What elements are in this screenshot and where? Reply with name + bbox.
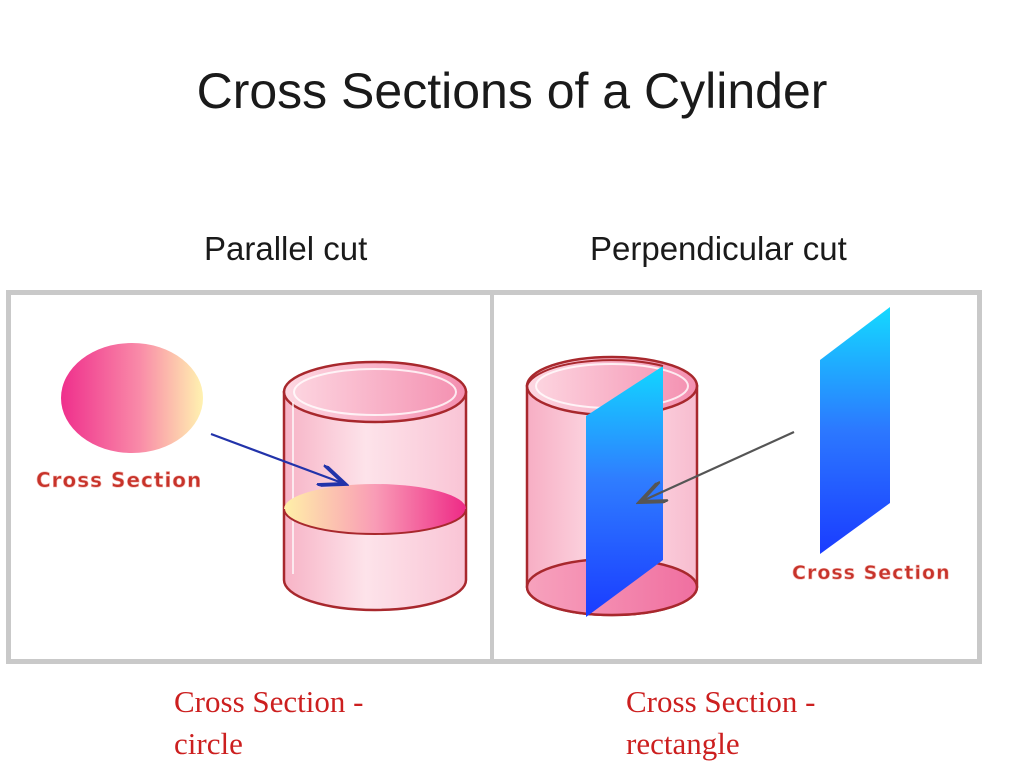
diagram-panel: Cross Section Cross Section [6, 290, 982, 664]
circle-slice [284, 484, 466, 534]
circle-cross-section [61, 343, 203, 453]
arrow-to-circle-slice [210, 432, 345, 484]
perpendicular-caption-line1: Cross Section - [626, 684, 816, 719]
parallel-cut-heading: Parallel cut [204, 230, 368, 267]
perpendicular-cut-heading: Perpendicular cut [590, 230, 847, 267]
perpendicular-caption-line2: rectangle [626, 726, 740, 761]
cylinder-parallel [282, 360, 468, 612]
slide-title: Cross Sections of a Cylinder [196, 63, 828, 119]
arrow-to-rectangle-slice [640, 430, 795, 502]
parallel-caption-line1: Cross Section - [174, 684, 364, 719]
parallel-cut-caption: Cross Section - circle [174, 681, 363, 765]
left-cross-section-label: Cross Section [36, 468, 202, 492]
cylinder-perpendicular [525, 355, 699, 617]
right-cross-section-label: Cross Section [792, 562, 951, 584]
rectangle-slice [586, 366, 663, 617]
rectangle-cross-section [820, 307, 890, 554]
perpendicular-cut-caption: Cross Section - rectangle [626, 681, 815, 765]
parallel-caption-line2: circle [174, 726, 243, 761]
